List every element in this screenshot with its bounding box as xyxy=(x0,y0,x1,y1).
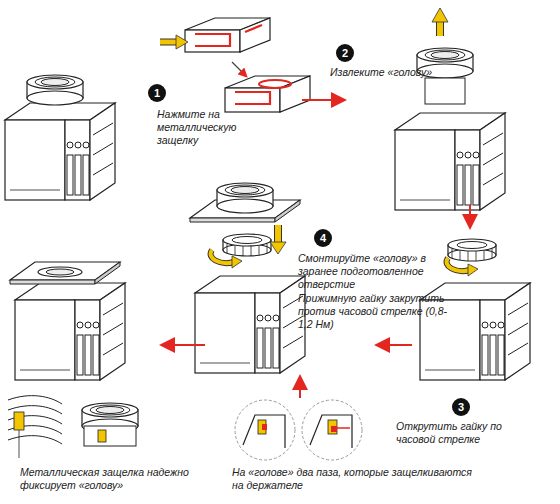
instruction-text: Нажмите на металлическую защелку xyxy=(157,108,277,147)
instruction-text: Прижимную гайку закрутить против часовой… xyxy=(298,292,448,331)
instruction-text: Металлическая защелка надежно фиксирует … xyxy=(20,466,190,492)
callout-number: 2 xyxy=(336,44,354,62)
callout-number: 4 xyxy=(314,229,332,247)
instruction-text: Смонтируйте «голову» в заранее подготовл… xyxy=(298,252,448,291)
instruction-text: Извлеките «голову» xyxy=(330,66,440,79)
instruction-text: На «голове» два паза, которые защелкиваю… xyxy=(232,466,472,492)
instruction-text: Открутить гайку по часовой стрелке xyxy=(396,420,526,446)
callout-number: 3 xyxy=(452,398,470,416)
callout-number: 1 xyxy=(148,84,166,102)
